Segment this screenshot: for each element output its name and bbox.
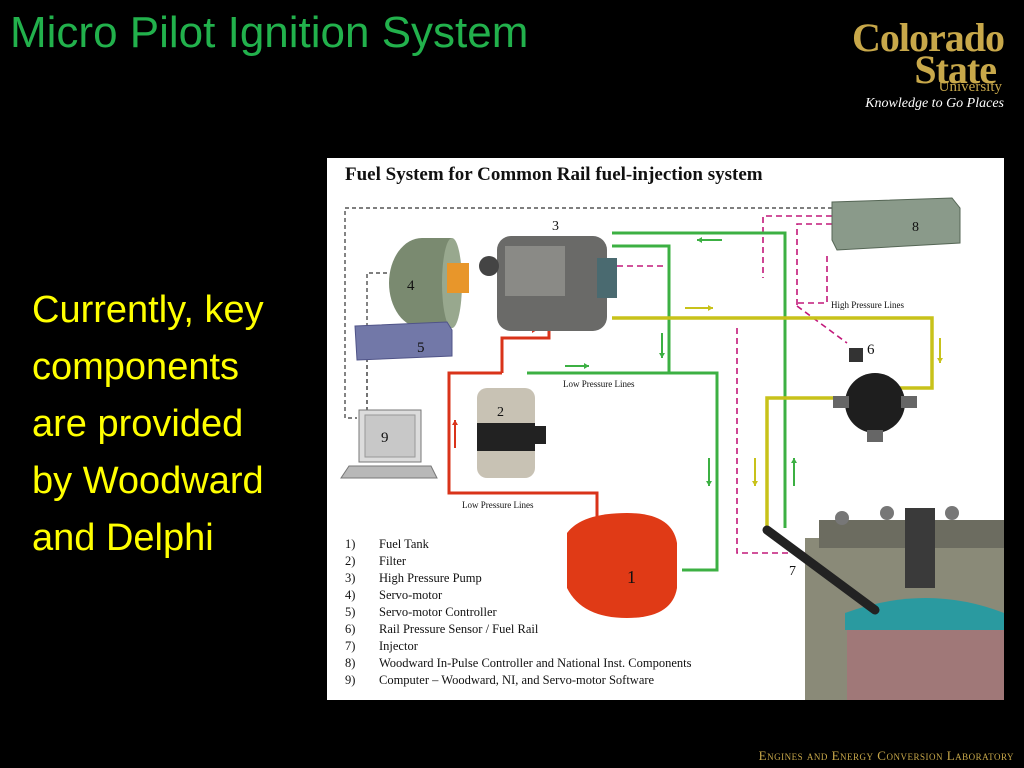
csu-logo: Colorado State University Knowledge to G… — [824, 14, 1005, 119]
logo-line1: Colorado — [852, 15, 1005, 60]
legend-num: 6) — [345, 622, 355, 636]
fuel-system-figure: Fuel System for Common Rail fuel-injecti… — [327, 158, 1004, 700]
component-number: 5 — [417, 340, 425, 356]
engine-cutaway: 7 — [762, 506, 1004, 700]
legend-text: Servo-motor Controller — [379, 605, 498, 619]
legend-text: Injector — [379, 639, 419, 653]
logo-tagline: Knowledge to Go Places — [865, 96, 1004, 111]
component-number: 4 — [407, 278, 415, 294]
component-number: 3 — [552, 219, 559, 234]
signal-lines — [607, 215, 848, 554]
injector — [762, 525, 880, 615]
legend-text: Fuel Tank — [379, 537, 430, 551]
return-lines — [527, 231, 787, 572]
fuel-system-diagram: Fuel System for Common Rail fuel-injecti… — [340, 164, 1004, 700]
legend-num: 5) — [345, 605, 355, 619]
high-pressure-lines — [612, 316, 934, 530]
component-legend: 1) Fuel Tank 2) Filter 3) High Pressure … — [345, 537, 692, 687]
lab-footer: Engines and Energy Conversion Laboratory — [758, 748, 1014, 763]
body-line: components — [32, 346, 240, 388]
legend-num: 7) — [345, 639, 355, 653]
flow-arrows — [452, 237, 943, 486]
legend-text: Servo-motor — [379, 588, 443, 602]
low-pressure-label-bottom: Low Pressure Lines — [462, 500, 534, 510]
legend-num: 9) — [345, 673, 355, 687]
slide-title: Micro Pilot Ignition System — [10, 8, 529, 57]
legend-text: High Pressure Pump — [379, 571, 482, 585]
component-number: 7 — [789, 564, 796, 579]
computer: 9 — [340, 409, 438, 479]
component-number: 8 — [912, 220, 919, 235]
high-pressure-pump: 3 — [479, 219, 617, 331]
component-number: 1 — [627, 567, 636, 587]
component-number: 2 — [497, 405, 504, 420]
body-line: by Woodward — [32, 460, 264, 502]
legend-num: 8) — [345, 656, 355, 670]
servo-motor-controller: 5 — [354, 321, 453, 361]
logo-line3: University — [938, 79, 1002, 95]
body-text: Currently, key components are provided b… — [32, 282, 322, 567]
logo-line2: State — [914, 47, 997, 92]
component-number: 9 — [381, 430, 389, 446]
figure-title: Fuel System for Common Rail fuel-injecti… — [345, 164, 763, 185]
component-number: 6 — [867, 342, 875, 358]
legend-num: 3) — [345, 571, 355, 585]
legend-text: Filter — [379, 554, 407, 568]
legend-text: Computer – Woodward, NI, and Servo-motor… — [379, 673, 655, 687]
legend-num: 4) — [345, 588, 355, 602]
legend-num: 1) — [345, 537, 355, 551]
body-line: and Delphi — [32, 517, 214, 559]
filter: 2 — [477, 388, 546, 478]
high-pressure-label: High Pressure Lines — [831, 300, 904, 310]
body-line: are provided — [32, 403, 244, 445]
controller-box: 8 — [831, 197, 961, 251]
low-pressure-label-top: Low Pressure Lines — [563, 379, 635, 389]
body-line: Currently, key — [32, 289, 264, 331]
legend-num: 2) — [345, 554, 355, 568]
servo-motor: 4 — [389, 238, 469, 328]
fuel-tank: 1 — [567, 513, 677, 618]
legend-text: Rail Pressure Sensor / Fuel Rail — [379, 622, 539, 636]
fuel-rail: 6 — [833, 342, 917, 442]
legend-text: Woodward In-Pulse Controller and Nationa… — [379, 656, 692, 670]
